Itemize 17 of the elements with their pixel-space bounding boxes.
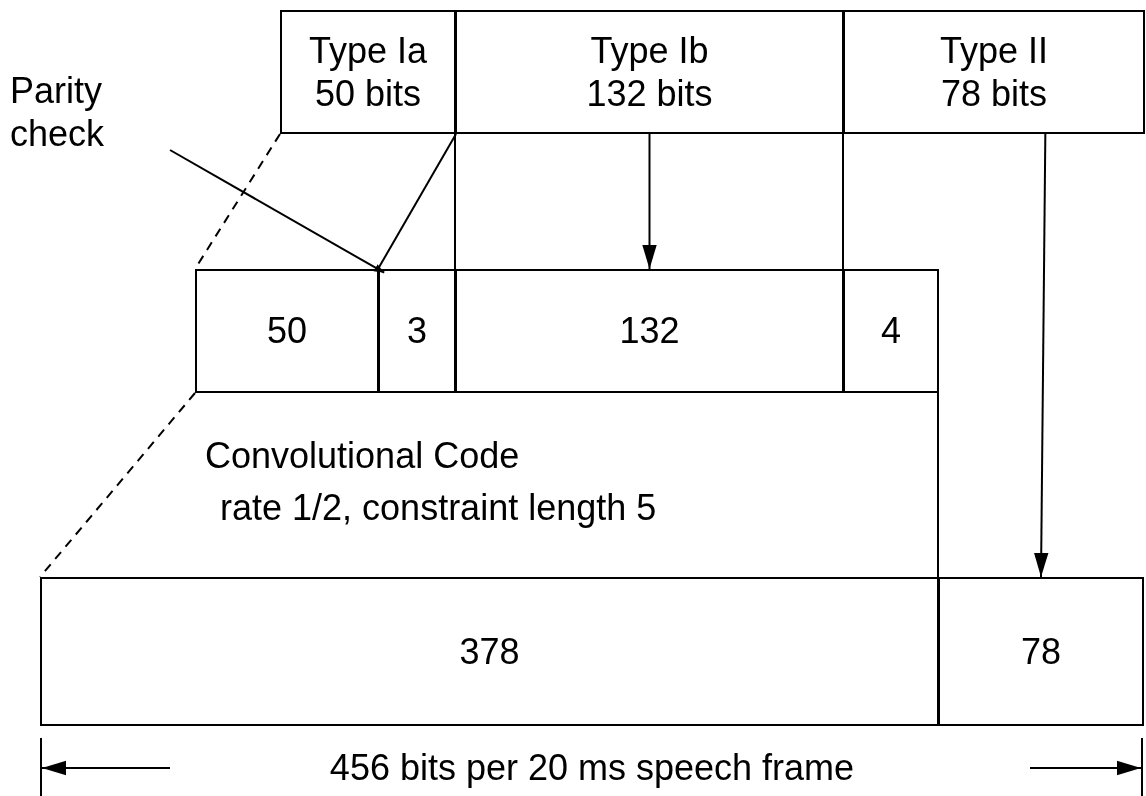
field-cell: Type II 78 bits xyxy=(843,10,1145,134)
field-cell: 378 xyxy=(40,577,939,726)
field-cell: Type Ib 132 bits xyxy=(455,10,844,134)
note-text: Convolutional Code xyxy=(205,438,520,474)
field-cell: 132 xyxy=(455,269,844,393)
leader-line xyxy=(169,149,386,274)
connector-line xyxy=(39,392,196,578)
note-text: rate 1/2, constraint length 5 xyxy=(220,490,657,526)
field-cell: Type Ia 50 bits xyxy=(280,10,456,134)
field-cell: 78 xyxy=(938,577,1144,726)
callout-text: Parity check xyxy=(10,62,170,162)
arrow xyxy=(1034,133,1049,578)
field-cell: 50 xyxy=(195,269,379,393)
arrow xyxy=(642,133,657,270)
connector-line xyxy=(377,133,457,270)
field-cell: 4 xyxy=(843,269,939,393)
field-cell: 3 xyxy=(378,269,456,393)
